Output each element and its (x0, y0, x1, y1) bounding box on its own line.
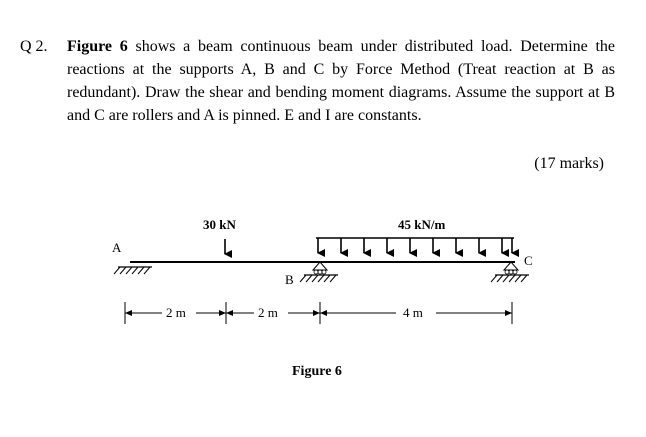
udl-arrows (317, 238, 519, 257)
question-body: shows a beam continuous beam under distr… (67, 38, 616, 124)
dimension-span-1: 2 m (166, 305, 186, 320)
roller-support-c (490, 261, 529, 283)
label-support-c: C (524, 253, 533, 268)
label-point-load: 30 kN (203, 217, 236, 232)
figure-reference: Figure 6 (67, 38, 128, 55)
roller-support-b (299, 261, 338, 283)
question-text: Figure 6 shows a beam continuous beam un… (67, 35, 615, 127)
label-support-b: B (285, 272, 294, 287)
dimension-line (124, 302, 513, 324)
dimension-span-3: 4 m (403, 305, 423, 320)
marks-label: (17 marks) (534, 155, 604, 172)
question-number: Q 2. (20, 38, 48, 55)
label-support-a: A (112, 240, 122, 255)
pin-support-a (113, 266, 152, 275)
label-distributed-load: 45 kN/m (398, 217, 445, 232)
dimension-span-2: 2 m (258, 305, 278, 320)
figure-caption: Figure 6 (292, 364, 342, 379)
